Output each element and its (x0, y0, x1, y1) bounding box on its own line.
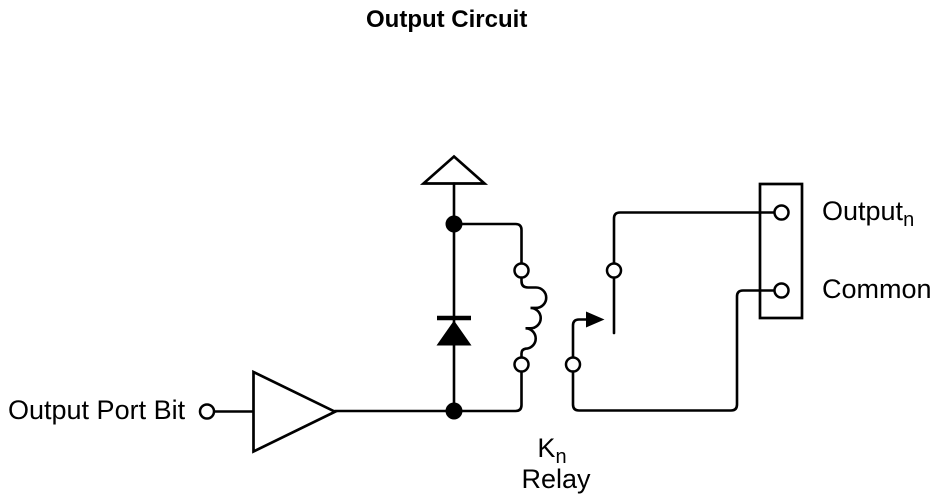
relay-designator-main: K (537, 433, 556, 463)
coil-top-pin-circle-icon (513, 262, 530, 279)
contact-mover-wire (571, 318, 588, 359)
contact-bottom-pin-circle-icon (564, 356, 582, 373)
junction-dot-icon (445, 402, 463, 420)
diagram-title: Output Circuit (366, 6, 528, 33)
relay-designator-sub: n (555, 446, 567, 468)
coil-bottom-pin-circle-icon (513, 356, 530, 373)
coil-bottom-wire (333, 370, 523, 413)
relay-caption-label: Relay (521, 464, 591, 494)
output-terminal-label: Outputn (822, 196, 914, 231)
output-terminal-label-sub: n (903, 209, 915, 231)
common-wire (571, 289, 778, 412)
coil-top-wire (452, 222, 523, 265)
junction-dot-icon (445, 215, 463, 233)
common-terminal-label: Common (822, 274, 932, 304)
input-port-label: Output Port Bit (8, 395, 186, 425)
output-terminal-label-main: Output (822, 196, 904, 226)
common-terminal-pin-circle-icon (773, 282, 790, 299)
input-pin-circle-icon (198, 403, 216, 420)
buffer-driver-icon (252, 369, 339, 454)
flyback-diode-icon (436, 320, 472, 346)
power-rail-triangle-icon (419, 154, 489, 185)
relay-contact-arrow-icon (586, 311, 605, 328)
output-terminal-pin-circle-icon (773, 204, 790, 221)
contact-to-output-wire (612, 211, 778, 265)
relay-designator-label: Kn (512, 433, 592, 468)
contact-top-pin-circle-icon (605, 262, 623, 279)
relay-coil-icon (520, 276, 548, 359)
